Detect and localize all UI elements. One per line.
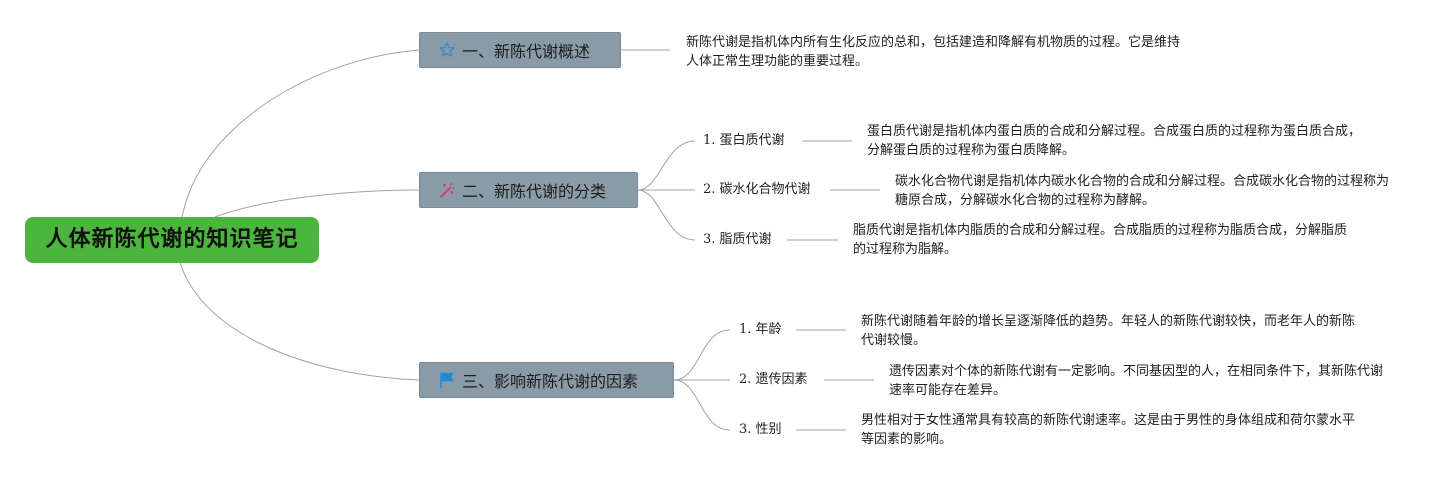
branch-classification[interactable]: 二、新陈代谢的分类 [419,172,638,208]
branch-overview-description: 新陈代谢是指机体内所有生化反应的总和，包括建造和降解有机物质的过程。它是维持人体… [686,35,1181,69]
subtopic-lipid-metabolism-description: 脂质代谢是指机体内脂质的合成和分解过程。合成脂质的过程称为脂质合成，分解脂质的过… [853,223,1348,257]
subtopic-lipid-metabolism[interactable]: 3. 脂质代谢 [703,232,772,247]
link-branch-2-child-1 [637,140,696,191]
link-root-branch-1 [179,49,420,241]
branch-factors[interactable]: 三、影响新陈代谢的因素 [419,362,674,398]
branch-overview-label: 一、新陈代谢概述 [462,42,591,61]
branch-classification-label: 二、新陈代谢的分类 [462,182,607,201]
flag-icon [436,369,458,391]
subtopic-carbohydrate-metabolism[interactable]: 2. 碳水化合物代谢 [703,182,811,197]
subtopic-gender-description: 男性相对于女性通常具有较高的新陈代谢速率。这是由于男性的身体组成和荷尔蒙水平等因… [861,413,1356,447]
link-branch-2-child-3 [637,189,696,241]
branch-overview[interactable]: 一、新陈代谢概述 [419,32,621,68]
subtopic-genetics-description: 遗传因素对个体的新陈代谢有一定影响。不同基因型的人，在相同条件下，其新陈代谢速率… [889,364,1384,398]
subtopic-age-description: 新陈代谢随着年龄的增长呈逐渐降低的趋势。年轻人的新陈代谢较快，而老年人的新陈代谢… [861,314,1356,348]
star-icon [436,39,458,61]
link-root-branch-2 [214,189,420,218]
sparkle-icon [436,179,458,201]
branch-factors-label: 三、影响新陈代谢的因素 [462,372,639,391]
link-branch-3-child-3 [673,379,731,431]
subtopic-carbohydrate-metabolism-description: 碳水化合物代谢是指机体内碳水化合物的合成和分解过程。合成碳水化合物的过程称为糖原… [895,174,1390,208]
subtopic-protein-metabolism-description: 蛋白质代谢是指机体内蛋白质的合成和分解过程。合成蛋白质的过程称为蛋白质合成，分解… [867,124,1362,158]
subtopic-genetics[interactable]: 2. 遗传因素 [739,372,808,387]
subtopic-gender[interactable]: 3. 性别 [739,422,782,437]
subtopic-protein-metabolism[interactable]: 1. 蛋白质代谢 [703,133,785,148]
subtopic-age[interactable]: 1. 年龄 [739,322,782,337]
link-branch-3-child-1 [673,329,731,381]
root-topic[interactable]: 人体新陈代谢的知识笔记 [25,217,319,263]
root-topic-label: 人体新陈代谢的知识笔记 [45,227,299,252]
link-root-branch-3 [179,261,420,381]
